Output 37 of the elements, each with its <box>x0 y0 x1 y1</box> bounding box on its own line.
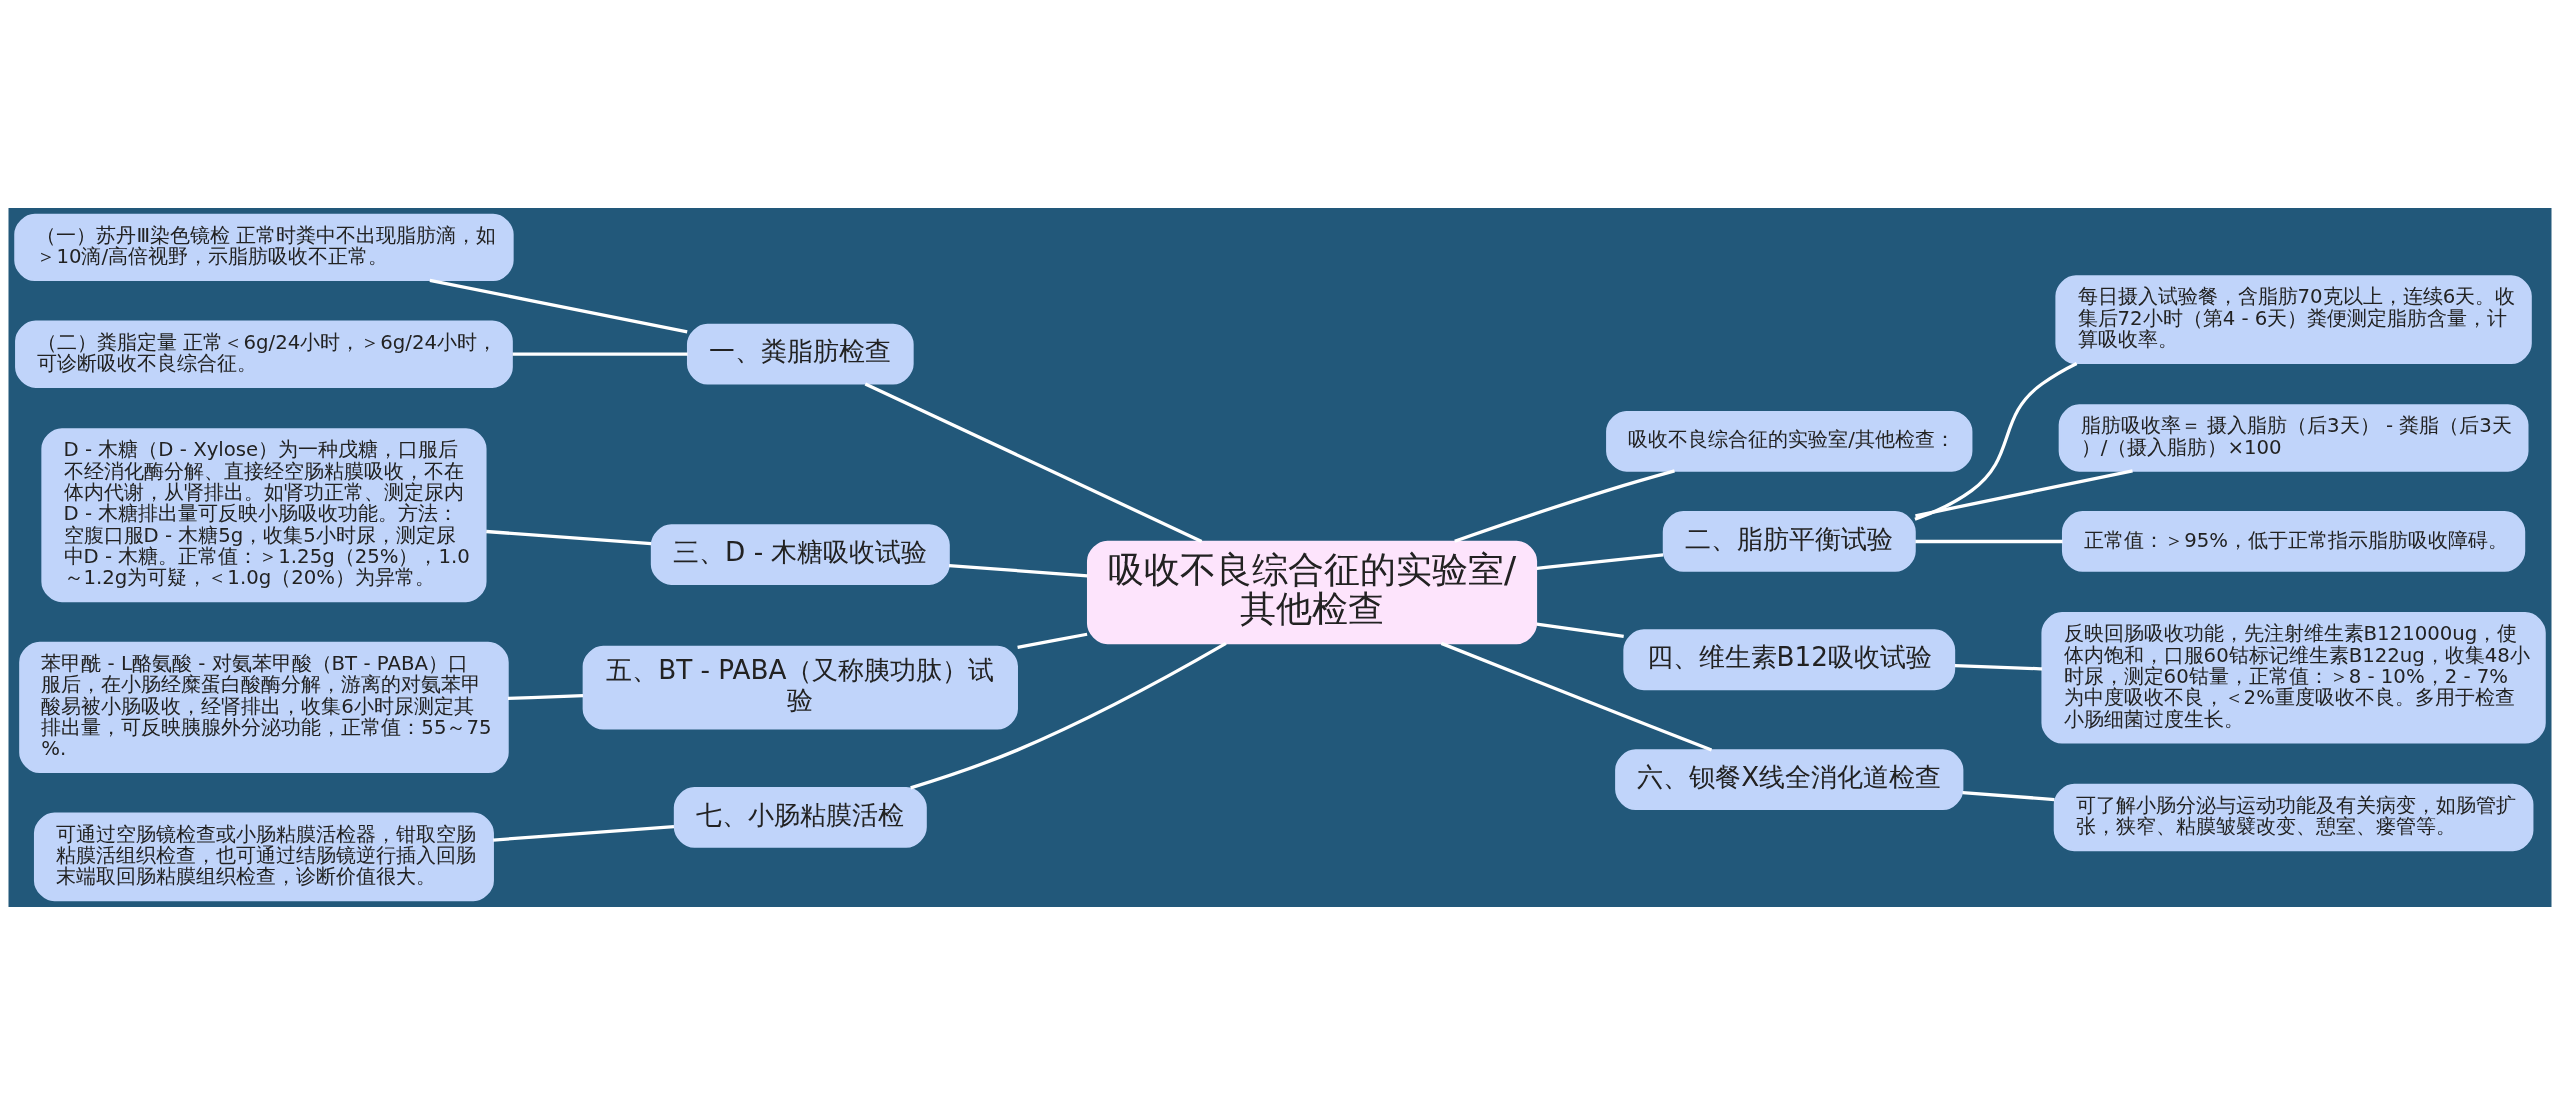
node-box: （二）粪脂定量 正常＜6g/24小时，＞6g/24小时，可诊断吸收不良综合征。 <box>15 320 513 388</box>
connector <box>493 825 675 842</box>
connector <box>864 382 1203 543</box>
node-box: 二、脂肪平衡试验 <box>1662 511 1916 572</box>
node-box: 吸收不良综合征的实验室/其他检查 <box>1087 540 1538 645</box>
connector <box>1454 469 1675 543</box>
connector <box>1914 361 2078 521</box>
node-box: 六、钡餐X线全消化道检查 <box>1615 749 1964 811</box>
node-box: 四、维生素B12吸收试验 <box>1623 629 1956 691</box>
connector <box>1017 632 1088 649</box>
node-box: 可通过空肠镜检查或小肠粘膜活检器，钳取空肠粘膜活组织检查，也可通过结肠镜逆行插入回肠末端取回肠粘膜组织检查，诊断价值很大。 <box>33 812 494 902</box>
node-box: （一）苏丹Ⅲ染色镜检 正常时粪中不出现脂肪滴，如＞10滴/高倍视野，示脂肪吸收不正常。 <box>14 213 514 282</box>
node-box: 苯甲酰 - L酪氨酸 - 对氨苯甲酸（BT - PABA）口服后，在小肠经糜蛋白酸酶分解，游离的对氨苯甲酸易被小肠吸收，经肾排出，收集6小时尿测定其排出量，可反映胰腺外分泌功能，正常值：55～75%. <box>19 641 509 774</box>
connector <box>1915 469 2133 518</box>
connector <box>1536 553 1664 571</box>
node-box: 正常值：＞95%，低于正常指示脂肪吸收障碍。 <box>2061 511 2526 572</box>
connector <box>429 278 688 334</box>
connector <box>486 529 652 546</box>
connector <box>1962 791 2055 802</box>
connector <box>507 694 584 701</box>
connector <box>1954 664 2043 671</box>
connector <box>1440 641 1713 752</box>
node-box: 脂肪吸收率＝ 摄入脂肪（后3天） - 粪脂（后3天）/（摄入脂肪）×100 <box>2058 404 2529 472</box>
connector <box>512 352 688 356</box>
connector <box>910 642 1227 790</box>
node-box: 一、粪脂肪检查 <box>686 323 914 385</box>
node-box: 七、小肠粘膜活检 <box>673 787 927 848</box>
node-box: 可了解小肠分泌与运动功能及有关病变，如肠管扩张，狭窄、粘膜皱襞改变、憩室、瘘管等。 <box>2053 783 2534 852</box>
node-box: 吸收不良综合征的实验室/其他检查： <box>1606 410 1973 472</box>
node-box: 五、BT - PABA（又称胰功肽）试验 <box>582 645 1018 730</box>
node-box: 反映回肠吸收功能，先注射维生素B121000ug，使体内饱和，口服60钴标记维生素B122ug，收集48小时尿，测定60钴量，正常值：＞8 - 10%，2 - 7%为中度吸收不良，＜2%重度吸收不良。多用于检查小肠细菌过度生长。 <box>2041 612 2546 744</box>
node-box: 每日摄入试验餐，含脂肪70克以上，连续6天。收集后72小时（第4 - 6天）粪便测定脂肪含量，计算吸收率。 <box>2055 275 2532 365</box>
node-box: 三、D - 木糖吸收试验 <box>650 524 950 586</box>
node-box: D - 木糖（D - Xylose）为一种戊糖，口服后不经消化酶分解、直接经空肠粘膜吸收，不在体内代谢，从肾排出。如肾功正常、测定尿内D - 木糖排出量可反映小肠吸收功能。方法：空腹口服D - 木糖5g，收集5小时尿，测定尿中D - 木糖。正常值：＞1.25g（25%），1.0～1.2g为可疑，＜1.0g（20%）为异常。 <box>41 428 487 603</box>
connector <box>1536 622 1624 639</box>
connector <box>948 563 1088 578</box>
connector <box>1915 539 2063 544</box>
